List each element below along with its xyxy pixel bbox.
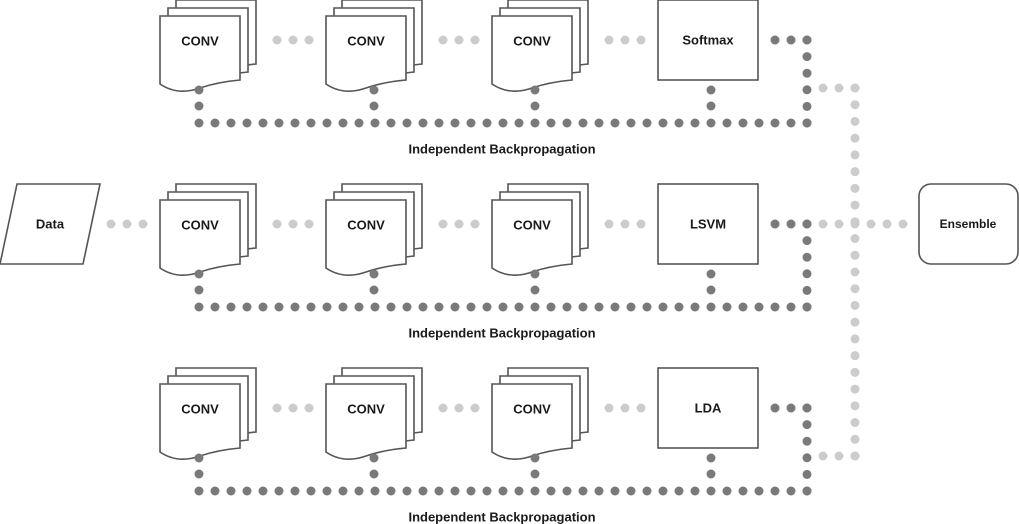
- caption-row2: Independent Backpropagation: [408, 326, 595, 341]
- backprop-drop-row1-1: [194, 85, 204, 111]
- classifier-label-lda: LDA: [695, 401, 722, 416]
- backprop-drop-row2-2: [369, 269, 379, 295]
- backprop-drop-row3-3: [530, 453, 540, 479]
- conv-label-row2-2: CONV: [347, 218, 385, 233]
- classifier-box-lsvm: [657, 183, 759, 265]
- backprop-drop-row1-4: [706, 85, 716, 111]
- data-link: [106, 219, 148, 229]
- conv-block-row1-1: [159, 0, 257, 92]
- link-row1-3: [604, 35, 646, 45]
- link-row3-1: [272, 403, 314, 413]
- conv-block-row1-2: [325, 0, 423, 92]
- backprop-drop-row2-4: [706, 269, 716, 295]
- link-row1-2: [438, 35, 480, 45]
- backprop-drop-row3-1: [194, 453, 204, 479]
- conv-block-row3-1: [159, 367, 257, 460]
- classifier-label-lsvm: LSVM: [690, 217, 726, 232]
- link-row1-1: [272, 35, 314, 45]
- link-row2-3: [604, 219, 646, 229]
- conv-block-row2-2: [325, 183, 423, 276]
- classifier-label-softmax: Softmax: [682, 33, 734, 48]
- ensemble-label: Ensemble: [940, 217, 997, 231]
- backprop-right-softmax: [802, 35, 812, 128]
- link-row2-1: [272, 219, 314, 229]
- caption-row3: Independent Backpropagation: [408, 510, 595, 524]
- conv-block-row3-2: [325, 367, 423, 460]
- conv-block-row2-1: [159, 183, 257, 276]
- backprop-line-row3: [194, 486, 812, 496]
- conv-block-row1-3: [491, 0, 589, 92]
- data-label: Data: [36, 217, 65, 232]
- backprop-drop-row2-3: [530, 269, 540, 295]
- conv-label-row3-2: CONV: [347, 402, 385, 417]
- classifier-box-softmax: [657, 0, 759, 81]
- link-row2-2: [438, 219, 480, 229]
- bus-vertical: [850, 83, 860, 461]
- backprop-drop-row1-3: [530, 85, 540, 111]
- bus-to-ensemble: [818, 219, 908, 229]
- conv-label-row1-2: CONV: [347, 34, 385, 49]
- link-row3-3: [604, 403, 646, 413]
- conv-label-row3-1: CONV: [181, 402, 219, 417]
- backprop-line-row1: [194, 118, 812, 128]
- conv-label-row3-3: CONV: [513, 402, 551, 417]
- backprop-drop-row2-1: [194, 269, 204, 295]
- conv-label-row1-1: CONV: [181, 34, 219, 49]
- backprop-right-lsvm: [802, 219, 812, 312]
- ensemble-node: [918, 183, 1019, 265]
- backprop-drop-row3-4: [706, 453, 716, 479]
- backprop-drop-row3-2: [369, 453, 379, 479]
- backprop-drop-row1-2: [369, 85, 379, 111]
- conv-block-row3-3: [491, 367, 589, 460]
- conv-block-row2-3: [491, 183, 589, 276]
- link-row3-2: [438, 403, 480, 413]
- caption-row1: Independent Backpropagation: [408, 142, 595, 157]
- backprop-line-row2: [194, 302, 812, 312]
- conv-label-row1-3: CONV: [513, 34, 551, 49]
- backprop-right-lda: [802, 403, 812, 496]
- classifier-box-lda: [657, 367, 759, 449]
- conv-label-row2-3: CONV: [513, 218, 551, 233]
- conv-label-row2-1: CONV: [181, 218, 219, 233]
- data-node: [0, 183, 101, 265]
